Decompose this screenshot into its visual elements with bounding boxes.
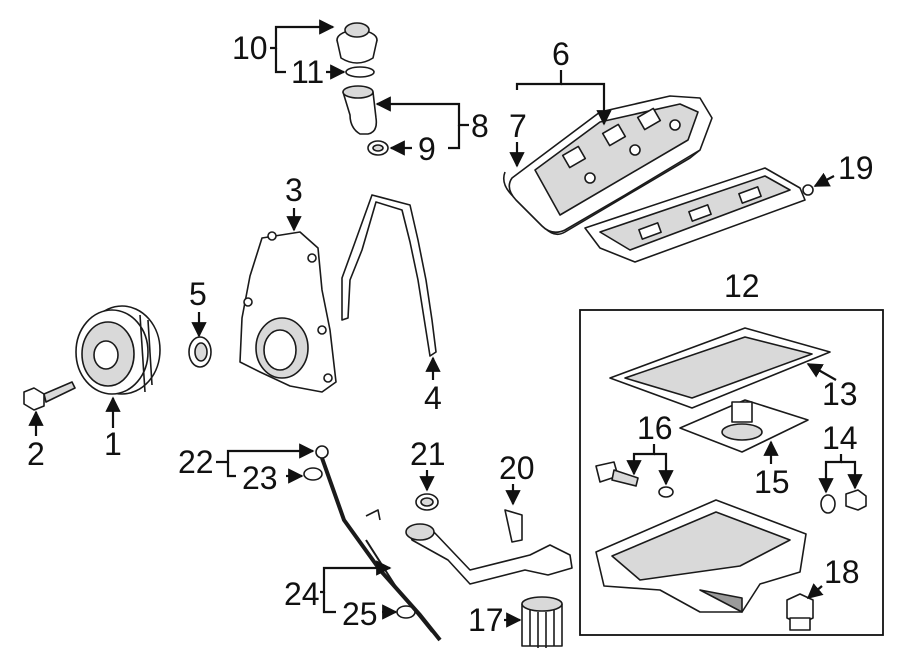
oil-pan xyxy=(595,499,807,613)
callout-6: 6 xyxy=(552,36,570,72)
front-cover-seal xyxy=(188,336,212,368)
callout-7: 7 xyxy=(509,108,527,144)
callout-21: 21 xyxy=(410,436,446,472)
oil-pickup-tube xyxy=(405,509,573,585)
oil-filler-tube xyxy=(342,85,378,135)
callout-11: 11 xyxy=(291,54,325,90)
valve-cover xyxy=(508,95,713,234)
callout-5: 5 xyxy=(189,276,207,312)
callout-24: 24 xyxy=(284,576,320,612)
callout-18: 18 xyxy=(824,554,860,590)
filler-cap-seal xyxy=(345,66,375,78)
timing-cover-gasket xyxy=(341,194,437,357)
callout-16: 16 xyxy=(637,410,673,446)
callout-25: 25 xyxy=(342,596,378,632)
callout-20: 20 xyxy=(499,450,535,486)
drain-plug-and-washer xyxy=(820,489,867,514)
callout-3: 3 xyxy=(285,172,303,208)
tube-seal-ring xyxy=(367,140,389,156)
callout-10: 10 xyxy=(232,30,268,66)
pickup-tube-seal xyxy=(415,493,439,511)
crankshaft-pulley xyxy=(75,305,161,395)
oil-dipstick xyxy=(365,539,433,633)
dipstick-tube-o-ring xyxy=(303,467,323,481)
callout-1: 1 xyxy=(104,426,122,462)
oil-pan-plug xyxy=(786,593,814,631)
leader-lines xyxy=(28,19,863,628)
oil-pan-group-box xyxy=(579,309,884,636)
callout-17: 17 xyxy=(468,602,504,638)
pulley-bolt xyxy=(23,381,76,411)
dipstick-o-ring xyxy=(396,605,416,619)
oil-filter xyxy=(521,596,563,648)
timing-cover xyxy=(239,231,337,393)
callout-22: 22 xyxy=(178,444,214,480)
callout-14: 14 xyxy=(822,420,858,456)
callout-19: 19 xyxy=(838,150,874,186)
callout-9: 9 xyxy=(418,131,436,167)
oil-pan-gasket xyxy=(609,327,831,409)
callout-12: 12 xyxy=(724,268,760,304)
oil-pan-baffle xyxy=(679,399,809,453)
callout-4: 4 xyxy=(424,380,442,416)
callout-13: 13 xyxy=(822,376,858,412)
callout-15: 15 xyxy=(754,464,790,500)
callout-8: 8 xyxy=(471,108,489,144)
callout-23: 23 xyxy=(242,460,278,496)
valley-cover xyxy=(584,167,814,263)
callout-2: 2 xyxy=(27,436,45,472)
oil-filler-cap xyxy=(336,22,378,64)
